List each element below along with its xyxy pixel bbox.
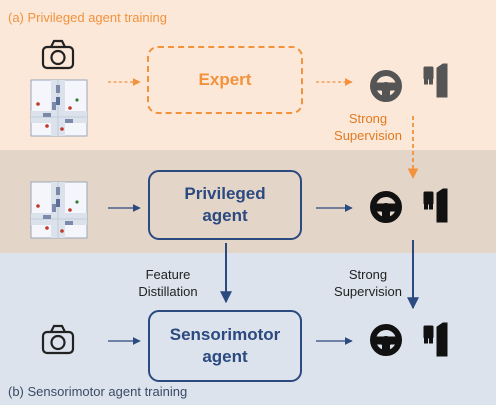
feature-distillation-label: Feature Distillation xyxy=(118,266,218,300)
strong-supervision-top-line1: Strong xyxy=(348,111,388,126)
privileged-agent-label-line1: Privileged xyxy=(184,184,266,203)
privileged-agent-box: Privileged agent xyxy=(148,170,302,240)
pedals-icon xyxy=(423,322,448,357)
steering-wheel-icon xyxy=(373,194,399,220)
steering-wheel-icon xyxy=(373,327,399,353)
strong-supervision-bottom-line1: Strong xyxy=(348,267,388,282)
strong-supervision-bottom-label: Strong Supervision xyxy=(318,266,418,300)
panel-b-title: (b) Sensorimotor agent training xyxy=(8,384,188,399)
map-icon xyxy=(30,79,88,137)
panel-a-title: (a) Privileged agent training xyxy=(8,10,167,25)
strong-supervision-top-label: Strong Supervision xyxy=(318,110,418,144)
pedals-icon xyxy=(423,63,448,98)
sensorimotor-agent-label-line2: agent xyxy=(202,347,248,366)
expert-label: Expert xyxy=(198,70,252,89)
sensorimotor-agent-box: Sensorimotor agent xyxy=(148,310,302,382)
sensorimotor-agent-label-line1: Sensorimotor xyxy=(169,325,281,344)
feature-distillation-line1: Feature xyxy=(145,267,191,282)
steering-wheel-icon xyxy=(373,73,399,99)
map-icon xyxy=(30,181,88,239)
strong-supervision-bottom-line2: Supervision xyxy=(334,284,402,299)
pedals-icon xyxy=(423,188,448,223)
expert-box: Expert xyxy=(147,46,303,114)
camera-icon xyxy=(41,39,75,70)
feature-distillation-line2: Distillation xyxy=(138,284,198,299)
camera-icon xyxy=(41,324,75,355)
strong-supervision-top-line2: Supervision xyxy=(334,128,402,143)
privileged-agent-label-line2: agent xyxy=(202,206,248,225)
